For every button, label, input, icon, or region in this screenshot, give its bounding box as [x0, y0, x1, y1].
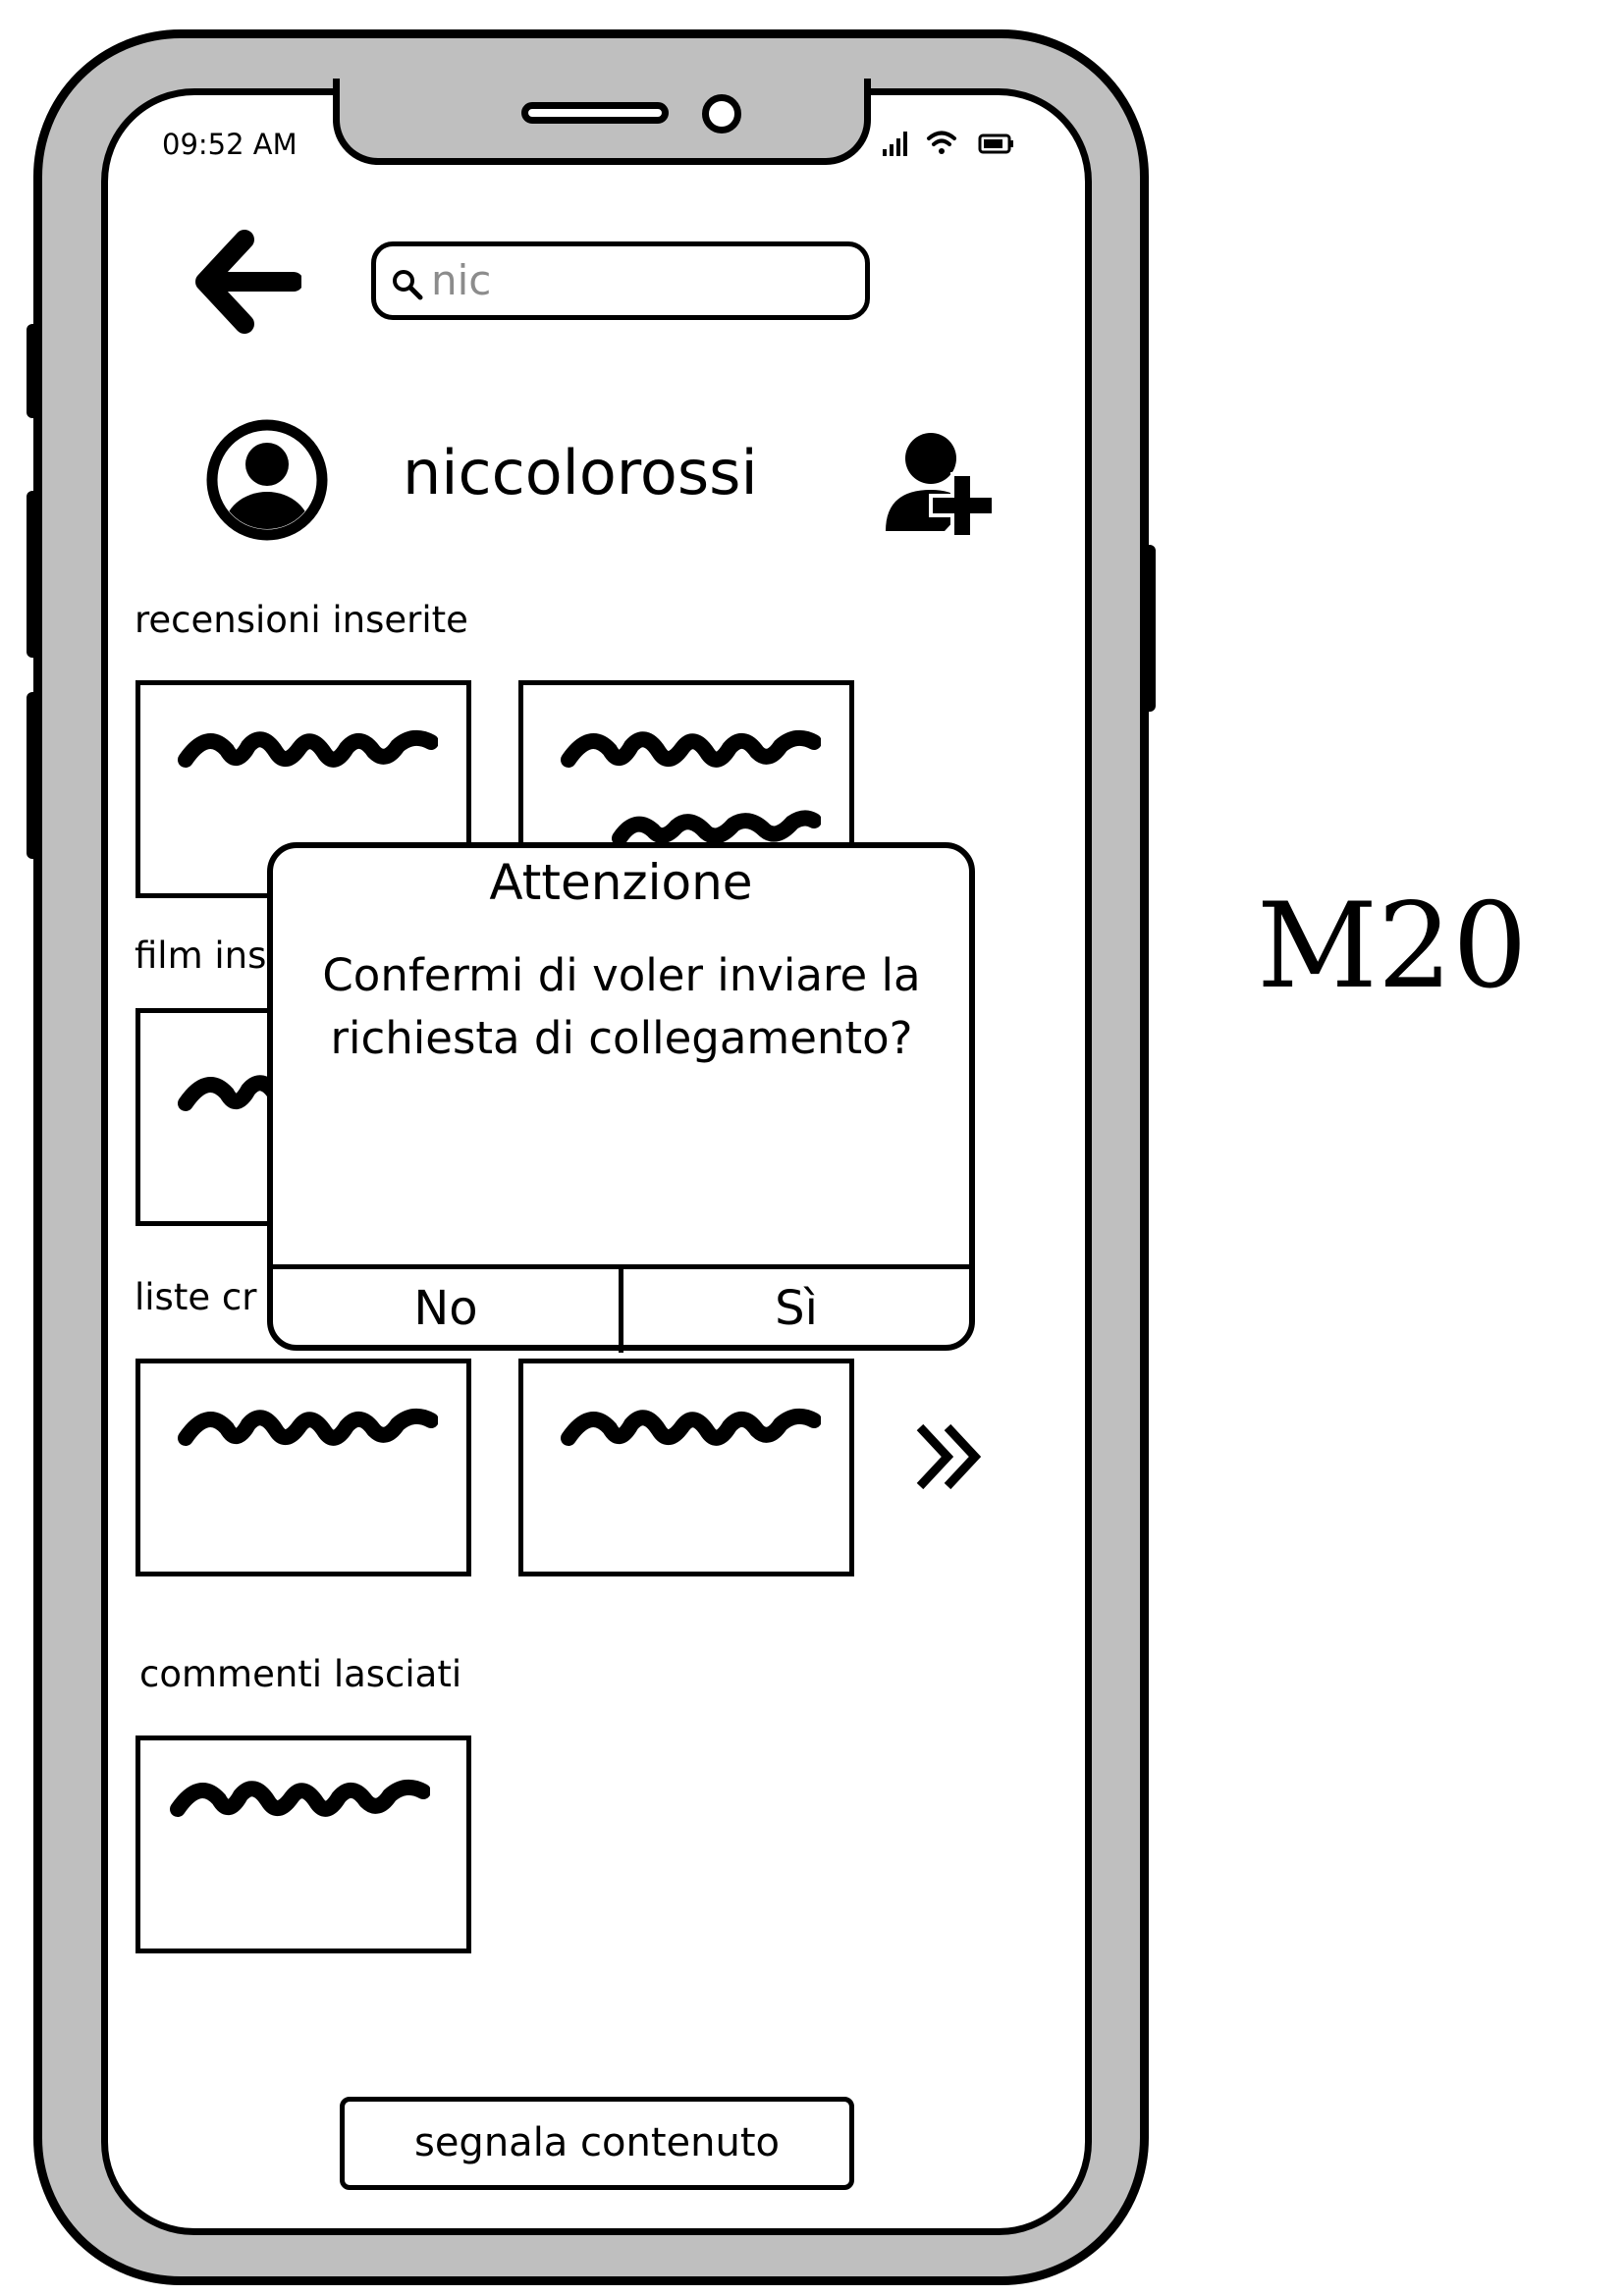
section-label-reviews: recensioni inserite	[135, 599, 468, 641]
search-icon	[393, 270, 423, 300]
section-label-films: film ins	[135, 934, 267, 977]
battery-icon	[978, 133, 1013, 154]
back-arrow-icon[interactable]	[193, 228, 303, 340]
double-chevron-right-icon[interactable]	[912, 1419, 987, 1498]
dialog-title: Attenzione	[489, 854, 753, 911]
list-card[interactable]	[518, 1359, 854, 1576]
list-card[interactable]	[135, 1359, 471, 1576]
confirm-dialog: Attenzione Confermi di voler inviare la …	[267, 842, 975, 1353]
scribble-text	[170, 1779, 430, 1817]
search-value: nic	[431, 256, 492, 304]
dialog-message-line: richiesta di collegamento?	[330, 1012, 913, 1064]
front-camera	[702, 94, 741, 133]
dialog-no-button[interactable]: No	[413, 1281, 478, 1336]
mute-switch	[27, 324, 40, 418]
section-label-lists: liste cr	[135, 1276, 257, 1318]
profile-username: niccolorossi	[403, 437, 758, 508]
report-content-button[interactable]: segnala contenuto	[340, 2097, 854, 2190]
screen-code-label: M20	[1257, 879, 1528, 1015]
speaker-grille	[521, 102, 669, 124]
add-friend-icon[interactable]	[886, 429, 1023, 541]
volume-down-button	[27, 692, 40, 859]
scribble-text	[561, 729, 821, 846]
avatar-icon	[204, 417, 330, 547]
status-time: 09:52 AM	[162, 128, 298, 161]
dialog-yes-button[interactable]: Sì	[775, 1281, 818, 1336]
dialog-message-line: Confermi di voler inviare la	[322, 949, 921, 1001]
search-input[interactable]: nic	[371, 241, 870, 320]
scribble-text	[178, 1408, 438, 1446]
wifi-icon	[927, 131, 956, 154]
scribble-text	[561, 1408, 821, 1446]
comment-card[interactable]	[135, 1735, 471, 1953]
scribble-text	[178, 729, 438, 768]
dialog-button-divider	[619, 1264, 623, 1353]
power-button	[1142, 545, 1156, 712]
volume-up-button	[27, 491, 40, 658]
section-label-comments: commenti lasciati	[139, 1653, 462, 1695]
dialog-message: Confermi di voler inviare la richiesta d…	[293, 944, 950, 1070]
status-icons	[877, 124, 1024, 167]
signal-icon	[883, 132, 907, 156]
